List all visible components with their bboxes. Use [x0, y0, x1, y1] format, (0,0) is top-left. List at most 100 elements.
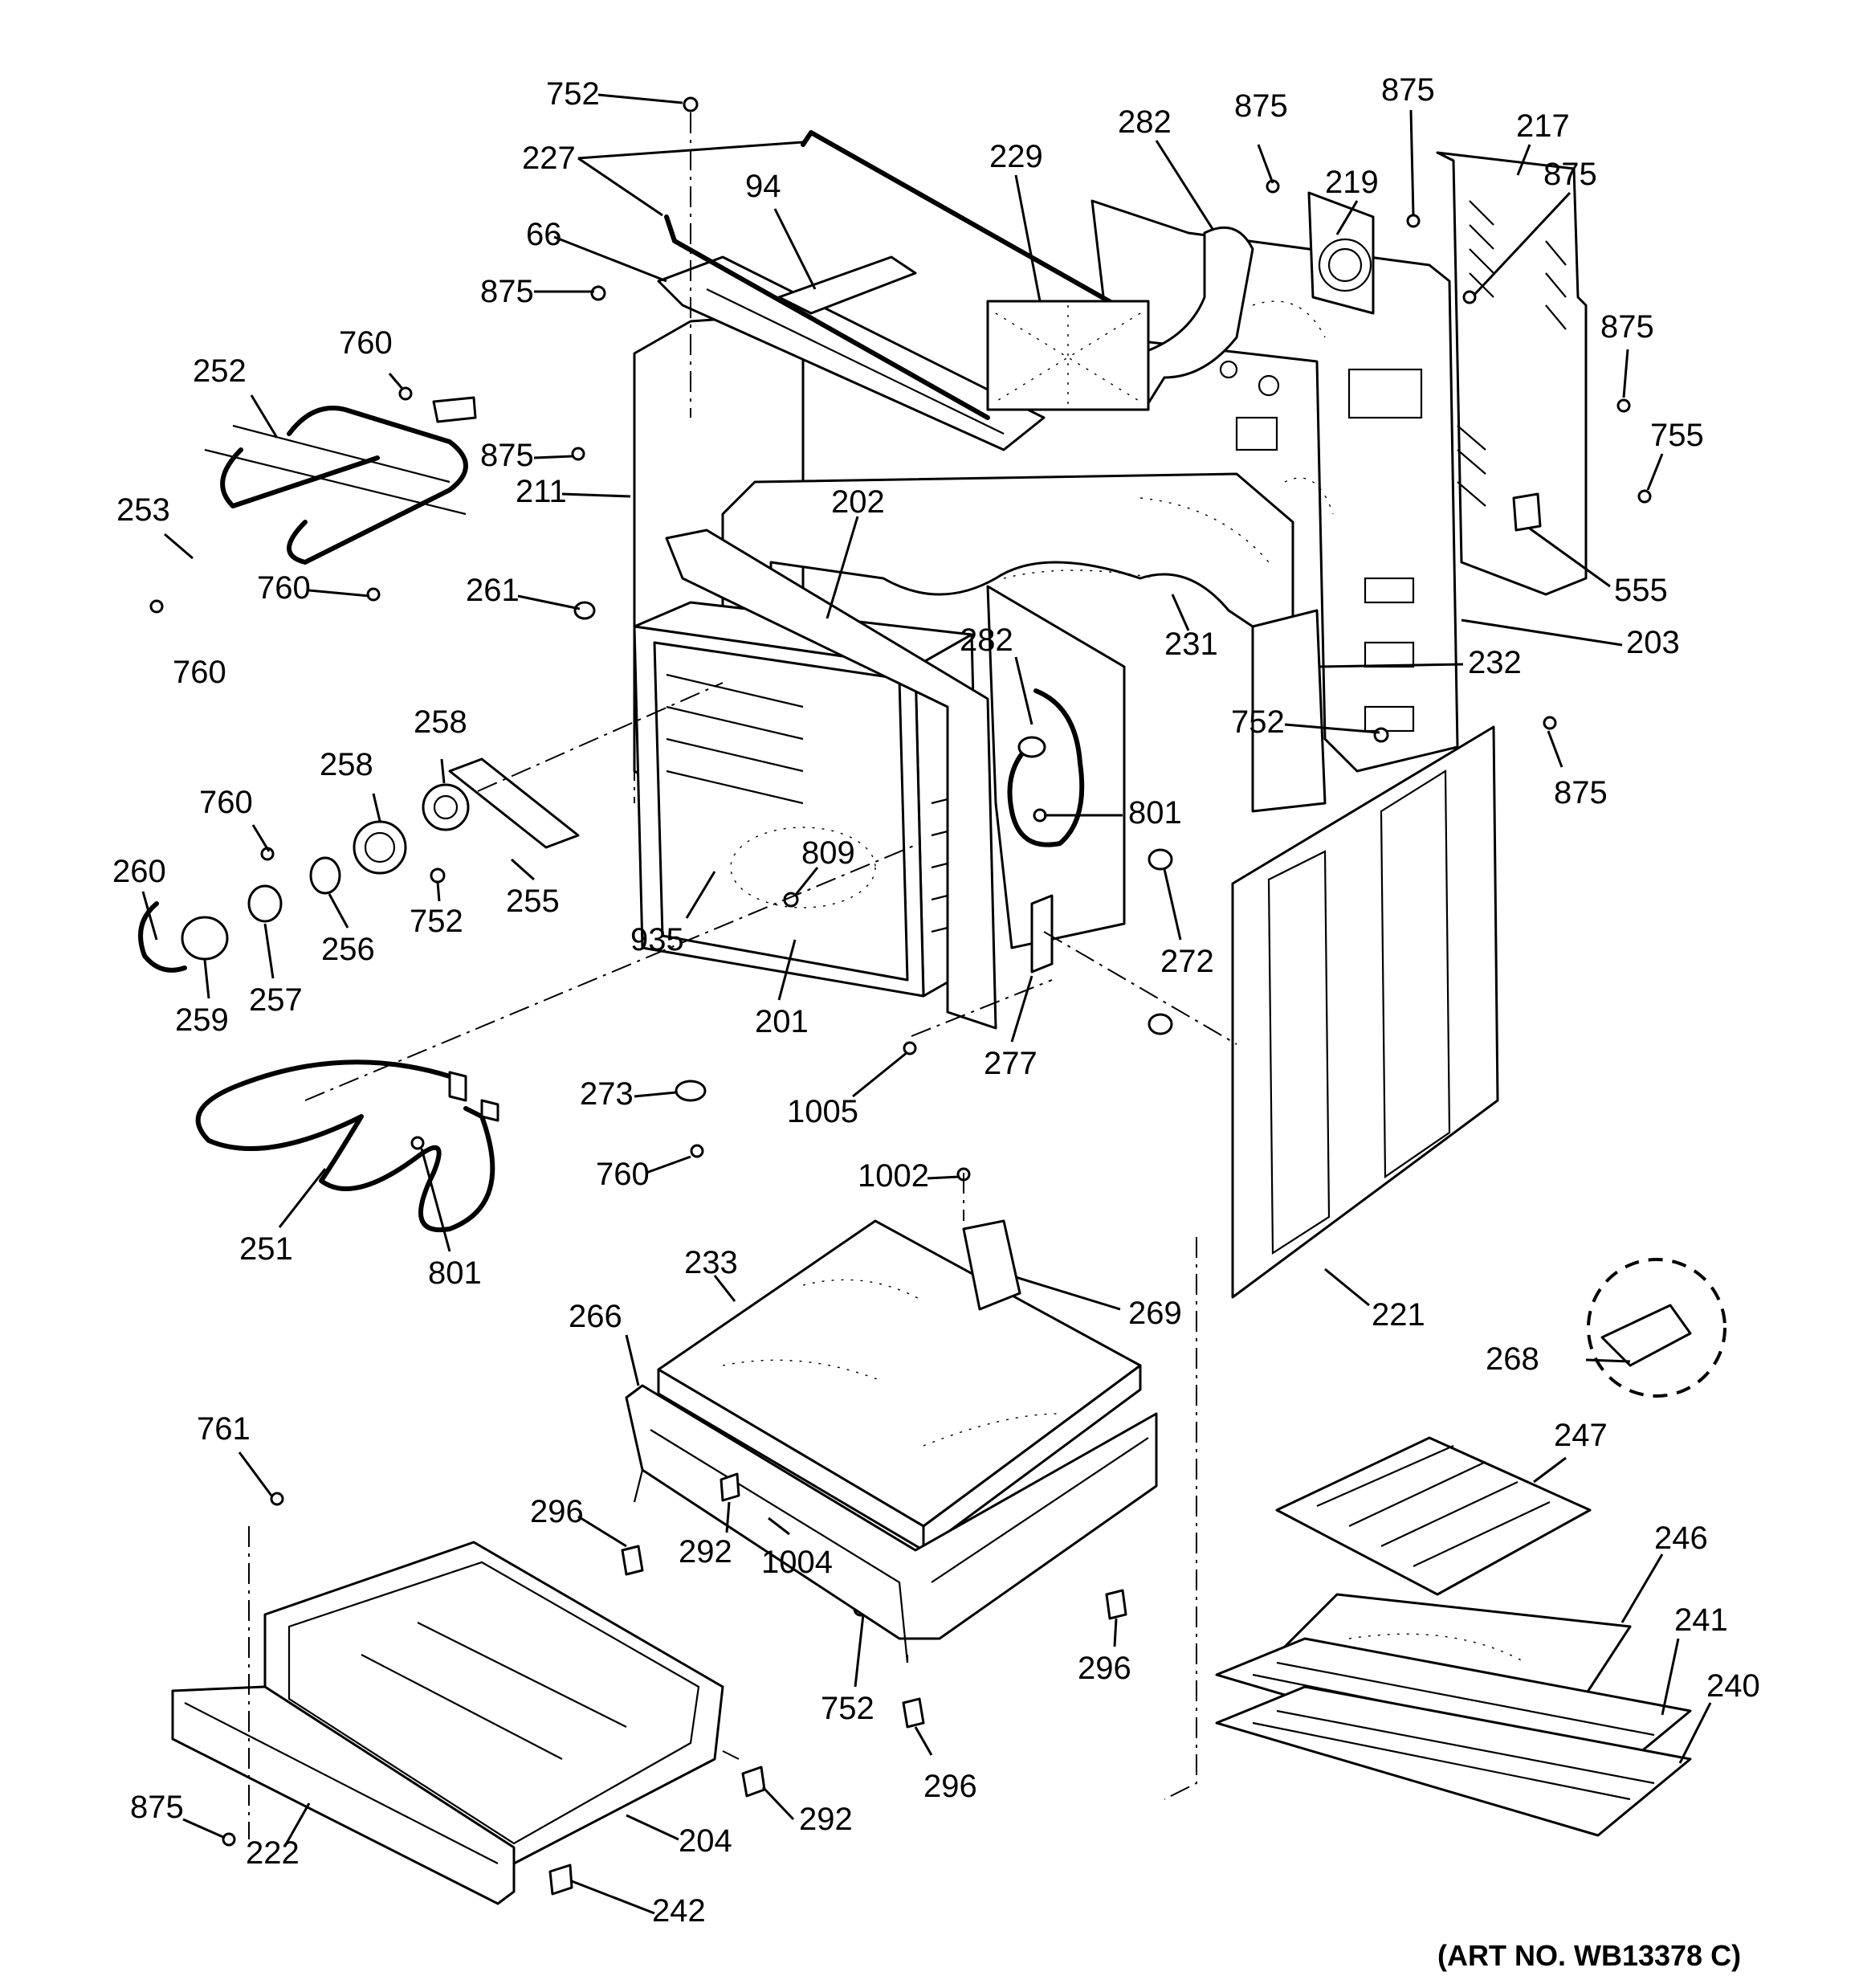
- hinge-receiver: [1030, 894, 1054, 974]
- callout-label: 222: [246, 1835, 300, 1871]
- callout-label: 252: [193, 353, 247, 389]
- callout-label: 1005: [787, 1094, 858, 1129]
- light-ring-b: [353, 820, 407, 875]
- leg-296b: [1105, 1589, 1127, 1620]
- wire-clip: [138, 901, 187, 973]
- callout-label: 202: [831, 484, 885, 520]
- callout-label: 203: [1626, 625, 1680, 660]
- callout-label: 875: [130, 1790, 184, 1825]
- callout-label: 935: [630, 922, 684, 957]
- light-socket: [309, 856, 341, 895]
- callout-label: 242: [652, 1893, 706, 1929]
- callout-label: 273: [580, 1076, 634, 1112]
- leg-296c: [902, 1697, 925, 1729]
- callout-label: 760: [339, 325, 393, 361]
- leader-lines: [141, 93, 1712, 1915]
- callout-label: 809: [801, 835, 855, 871]
- terminal-plate: [1307, 191, 1375, 315]
- leveling-leg-272b: [1148, 1013, 1173, 1035]
- callout-label: 801: [1128, 795, 1182, 831]
- callout-label: 875: [1381, 72, 1435, 108]
- bottom-insulation: [657, 1219, 1142, 1552]
- callout-label: 875: [1543, 157, 1597, 192]
- callout-label: 247: [1554, 1418, 1608, 1453]
- callout-label: 875: [1600, 309, 1654, 345]
- callout-label: 258: [414, 704, 467, 740]
- probe-outlet-261: [573, 601, 596, 620]
- callout-label: 240: [1706, 1668, 1760, 1704]
- detail-circle: [1587, 1258, 1726, 1398]
- callout-label: 760: [257, 570, 311, 606]
- callout-label: 277: [984, 1046, 1037, 1081]
- oven-cavity: [633, 601, 981, 998]
- callout-label: 256: [321, 932, 375, 967]
- callout-label: 272: [1160, 944, 1214, 979]
- callout-label: 760: [173, 655, 226, 690]
- probe-holder: [1017, 736, 1046, 758]
- side-panel-221: [1231, 725, 1499, 1299]
- callout-label: 201: [755, 1004, 809, 1039]
- callout-label: 229: [989, 139, 1043, 174]
- leveling-leg-272a: [1148, 848, 1173, 871]
- broil-element: [204, 396, 477, 565]
- callout-label: 875: [480, 438, 534, 473]
- callout-label: 752: [546, 76, 600, 112]
- callout-label: 233: [684, 1245, 738, 1280]
- insulation-blanket: [986, 300, 1150, 411]
- callout-label: 266: [569, 1299, 622, 1334]
- callout-label: 241: [1674, 1602, 1728, 1638]
- bake-element: [195, 1059, 499, 1233]
- drawer-stop: [548, 1863, 573, 1896]
- callout-label: 1004: [761, 1545, 833, 1580]
- assembly-lines: [248, 112, 1237, 1839]
- light-bulb: [247, 884, 283, 923]
- callout-label: 755: [1650, 418, 1704, 453]
- light-ring-a-inner: [433, 794, 459, 820]
- callout-label: 251: [239, 1231, 293, 1267]
- gasket-227b: [801, 130, 1119, 308]
- back-cover-panel: [1436, 151, 1588, 596]
- light-ring-a: [422, 783, 470, 831]
- callout-label: 260: [112, 854, 166, 889]
- callout-label: 801: [428, 1255, 482, 1291]
- callout-label: 761: [197, 1411, 251, 1447]
- callout-label: 875: [480, 274, 534, 309]
- callout-label: 255: [506, 884, 560, 919]
- callout-label: 257: [249, 982, 303, 1018]
- callout-label: 269: [1128, 1296, 1182, 1331]
- relay-555: [1512, 492, 1542, 532]
- insulation-cover: [1251, 609, 1327, 813]
- callout-label: 752: [1231, 704, 1285, 740]
- callout-label: 760: [199, 785, 253, 820]
- callout-label: 219: [1325, 165, 1379, 200]
- probe-wire: [1007, 688, 1085, 847]
- plug-273: [675, 1080, 707, 1102]
- light-ring-b-inner: [364, 831, 396, 863]
- art-number: (ART NO. WB13378 C): [1437, 1939, 1741, 1972]
- bracket-94: [777, 255, 917, 315]
- callout-label: 1002: [858, 1158, 929, 1194]
- callout-label: 292: [799, 1802, 853, 1837]
- callout-label: 221: [1372, 1297, 1425, 1333]
- oven-top-insulation: [721, 472, 1294, 636]
- vent-duct: [1127, 226, 1254, 411]
- callout-label: 292: [679, 1534, 732, 1570]
- oven-rear-box: [986, 585, 1126, 949]
- callout-label: 282: [1118, 104, 1172, 140]
- broil-pan-grid: [1275, 1436, 1592, 1596]
- callout-label: 296: [1078, 1651, 1131, 1686]
- callout-label: 231: [1164, 627, 1218, 662]
- callout-label: 875: [1554, 775, 1608, 810]
- callout-label: 282: [960, 623, 1013, 658]
- light-bracket: [448, 757, 580, 849]
- callout-label: 217: [1516, 108, 1570, 144]
- warmer-bracket: [962, 1219, 1021, 1311]
- callout-label: 227: [522, 141, 576, 176]
- callout-label: 94: [745, 169, 781, 204]
- callout-label: 253: [116, 492, 170, 528]
- callout-label: 268: [1486, 1341, 1539, 1377]
- gasket-227a: [664, 214, 990, 420]
- callout-label: 204: [679, 1823, 732, 1859]
- callout-label: 296: [923, 1769, 977, 1804]
- drawer-front: [171, 1685, 516, 1905]
